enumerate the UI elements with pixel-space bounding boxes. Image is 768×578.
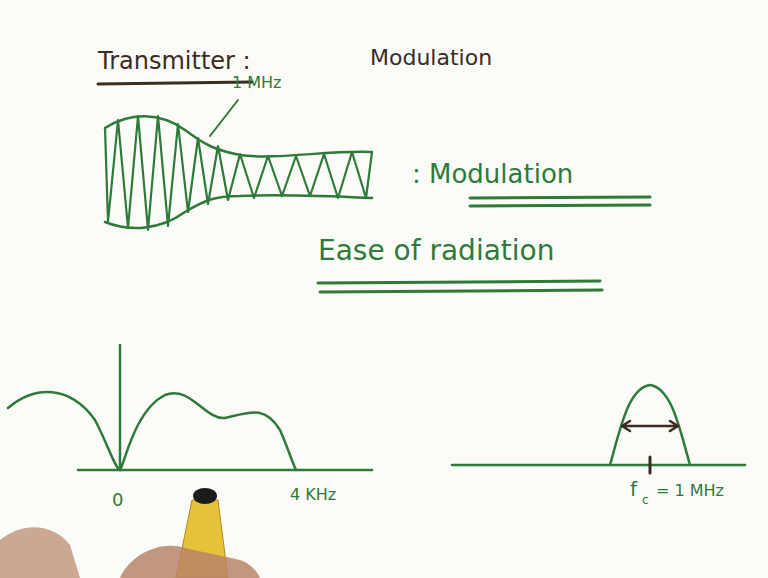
topic-label: Modulation	[370, 46, 492, 70]
frequency-axis	[452, 464, 745, 467]
frequency-symbol: f	[630, 478, 637, 500]
leader-line	[210, 100, 238, 136]
axis-label: 4 KHz	[290, 486, 336, 504]
topic-label: Ease of radiation	[318, 236, 554, 267]
tick	[649, 457, 652, 473]
double-underline	[470, 197, 650, 206]
frequency-value: = 1 MHz	[656, 482, 724, 500]
spectrum-curve	[8, 392, 296, 470]
bandpass-spectrum	[610, 385, 690, 465]
subscript: c	[642, 494, 649, 507]
amplitude-axis	[119, 345, 122, 470]
heading: Transmitter :	[98, 48, 251, 74]
frequency-label: 1 MHz	[232, 74, 282, 92]
bandwidth-arrow	[622, 421, 678, 431]
axis-label: 0	[112, 490, 123, 510]
frequency-axis	[78, 469, 372, 472]
topic-label: : Modulation	[412, 160, 573, 189]
carrier-wave	[105, 116, 372, 230]
double-underline	[318, 281, 602, 292]
underline	[98, 82, 252, 84]
envelope-top	[105, 116, 372, 156]
marker-pen	[0, 488, 260, 578]
